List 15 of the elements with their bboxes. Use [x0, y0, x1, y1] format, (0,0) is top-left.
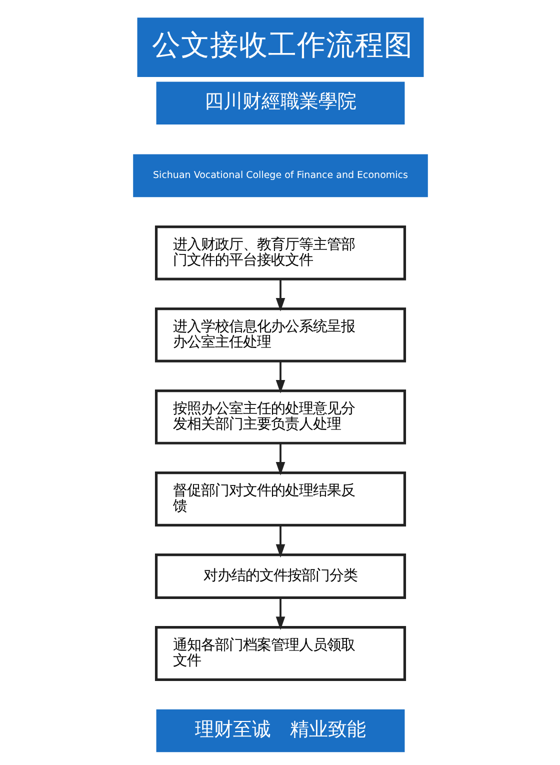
- label: 理财至诚 精业致能: [194, 718, 366, 740]
- node-box: 进入财政厅、教育厅等主管部门文件的平台接收文件: [154, 225, 406, 280]
- arrow: [275, 598, 285, 630]
- arrow: [275, 279, 285, 312]
- label: 四川财經職業學院: [204, 90, 356, 113]
- node-box: 通知各部门档案管理人员领取文件: [154, 626, 406, 681]
- node-box: 进入学校信息化办公系统呈报办公室主任处理: [154, 308, 406, 362]
- arrow: [275, 361, 285, 394]
- node-box: 督促部门对文件的处理结果反馈: [154, 472, 406, 526]
- label: Sichuan Vocational College of Finance and Economics: [152, 170, 408, 181]
- diagram-title: 公文接收工作流程图: [152, 28, 413, 62]
- arrow: [275, 443, 285, 476]
- node-box: 按照办公室主任的处理意见分发相关部门主要负责人处理: [154, 390, 406, 444]
- arrow: [275, 526, 285, 558]
- node-box: 对办结的文件按部门分类: [154, 554, 406, 599]
